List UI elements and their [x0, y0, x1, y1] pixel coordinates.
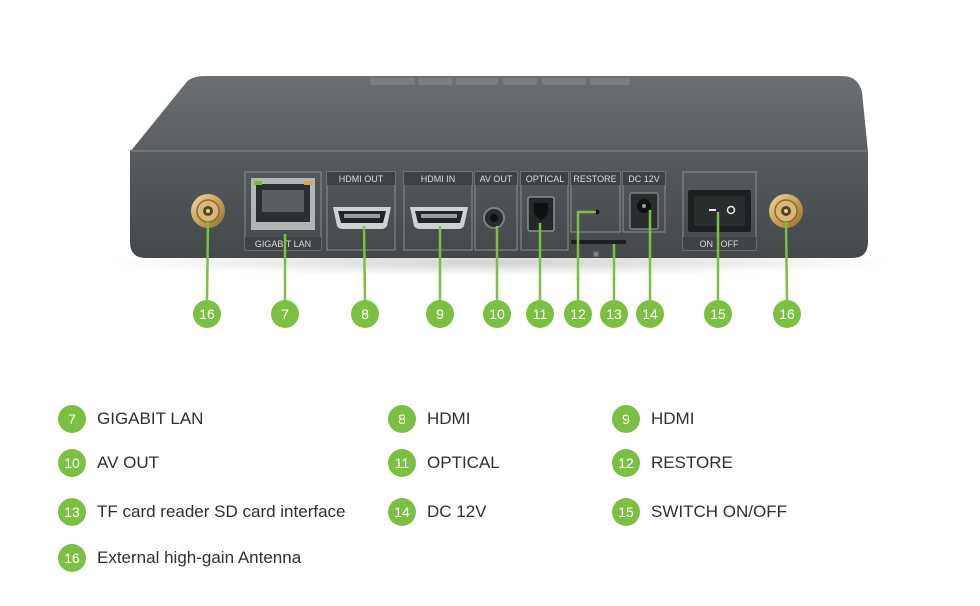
callout-circle: [600, 300, 628, 328]
callout-number: 8: [361, 306, 369, 322]
legend-item: 13 TF card reader SD card interface: [58, 497, 345, 527]
callout-markers: 16 7 8 9 10 11 12 13 14 15 16: [193, 210, 801, 328]
legend-number-badge: 10: [58, 449, 86, 477]
av-out-label: AV OUT: [480, 174, 513, 184]
hdmi-in-port: HDMI IN: [403, 171, 473, 251]
callout-number: 7: [281, 306, 289, 322]
legend-label: TF card reader SD card interface: [97, 502, 346, 521]
callout-line: [362, 225, 367, 301]
callout-number: 16: [199, 306, 215, 322]
legend-item: 10 AV OUT: [58, 448, 159, 478]
hdmi-out-port: HDMI OUT: [326, 171, 396, 251]
legend-label: GIGABIT LAN: [97, 409, 204, 428]
legend-item: 8 HDMI: [388, 404, 470, 434]
legend-number-badge: 15: [612, 498, 640, 526]
callout-number: 9: [436, 306, 444, 322]
legend-label: External high-gain Antenna: [97, 548, 302, 567]
callout-number: 16: [779, 306, 795, 322]
legend-number-badge: 8: [388, 405, 416, 433]
legend-number-badge: 11: [388, 449, 416, 477]
power-switch: ON OFF: [682, 171, 757, 251]
hdmi-in-label: HDMI IN: [421, 174, 456, 184]
restore-button-area: RESTORE: [570, 171, 621, 233]
legend-label: SWITCH ON/OFF: [651, 502, 787, 521]
callout-line: [205, 221, 210, 301]
callout-line: [576, 210, 596, 300]
legend-item: 12 RESTORE: [612, 448, 733, 478]
legend-number-badge: 9: [612, 405, 640, 433]
callout-circle: [351, 300, 379, 328]
callout-number: 13: [606, 306, 622, 322]
legend-label: DC 12V: [427, 502, 487, 521]
gigabit-lan-port: GIGABIT LAN: [244, 171, 322, 251]
callout-circle: [564, 300, 592, 328]
callout-circle: [704, 300, 732, 328]
callout-number: 11: [533, 306, 548, 322]
callout-circle: [483, 300, 511, 328]
top-logo-strip: [370, 78, 630, 85]
legend-number-badge: 13: [58, 498, 86, 526]
legend-item: 16 External high-gain Antenna: [58, 543, 301, 573]
legend-item: 7 GIGABIT LAN: [58, 404, 203, 434]
hdmi-out-label: HDMI OUT: [339, 174, 384, 184]
antenna-connector-left: [191, 194, 225, 228]
tf-card-slot: ▣: [571, 240, 626, 258]
callout-number: 15: [710, 306, 726, 322]
dc-power-port: DC 12V: [622, 171, 666, 233]
legend-label: OPTICAL: [427, 453, 500, 472]
legend-item: 11 OPTICAL: [388, 448, 500, 478]
callout-circle: [526, 300, 554, 328]
legend-number-badge: 16: [58, 544, 86, 572]
callout-circle: [773, 300, 801, 328]
callout-circle: [426, 300, 454, 328]
legend-label: HDMI: [427, 409, 471, 428]
av-out-port: AV OUT: [474, 171, 518, 251]
legend-item: 9 HDMI: [612, 404, 694, 434]
callout-number: 10: [489, 306, 505, 322]
legend-item: 14 DC 12V: [388, 497, 487, 527]
legend-label: AV OUT: [97, 453, 160, 472]
device-front-panel: [130, 150, 868, 258]
restore-label: RESTORE: [573, 174, 616, 184]
legend-number-badge: 7: [58, 405, 86, 433]
antenna-connector-right: [769, 194, 803, 228]
legend-label: RESTORE: [651, 453, 733, 472]
legend-number-badge: 12: [612, 449, 640, 477]
callout-number: 14: [642, 306, 658, 322]
callout-circle: [193, 300, 221, 328]
callout-line: [784, 221, 789, 301]
legend-label: HDMI: [651, 409, 695, 428]
callout-number: 12: [570, 306, 586, 322]
dc-label: DC 12V: [628, 174, 660, 184]
legend-item: 15 SWITCH ON/OFF: [612, 497, 787, 527]
callout-circle: [271, 300, 299, 328]
legend-number-badge: 14: [388, 498, 416, 526]
svg-text:▣: ▣: [593, 251, 600, 258]
lan-label: GIGABIT LAN: [255, 239, 311, 249]
callout-circle: [636, 300, 664, 328]
optical-label: OPTICAL: [526, 174, 565, 184]
device-top-surface: [130, 76, 868, 152]
